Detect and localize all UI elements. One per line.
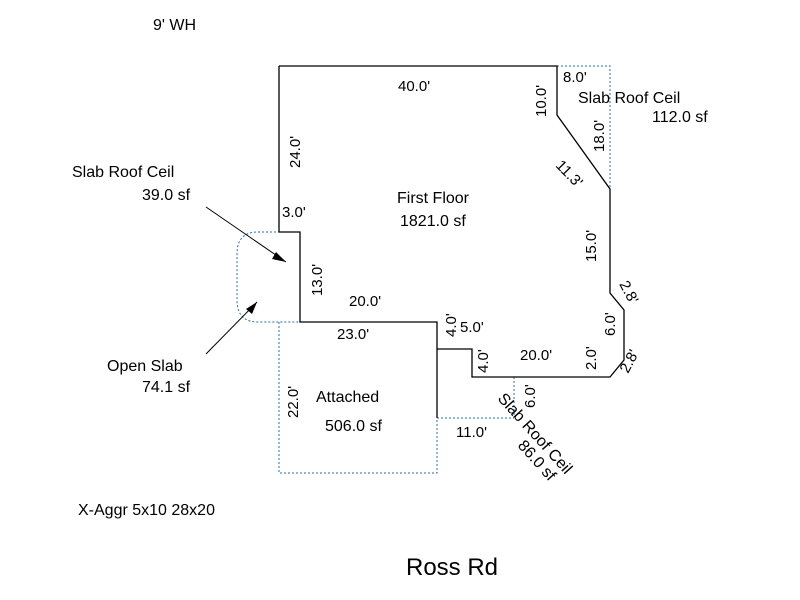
- slab-right-name: Slab Roof Ceil: [578, 90, 680, 107]
- open-slab-arrowhead: [246, 302, 257, 314]
- dim-chamfer-2-8-bottom: 2.8': [617, 347, 643, 376]
- dim-slab-11: 11.0': [456, 424, 487, 441]
- attached-area: 506.0 sf: [325, 418, 382, 435]
- dim-slab-8: 8.0': [563, 69, 587, 86]
- dim-step-4a: 4.0': [443, 313, 460, 337]
- first-floor-name: First Floor: [397, 190, 470, 207]
- dim-right-2: 2.0': [583, 346, 600, 370]
- dim-bottom-20: 20.0': [520, 347, 552, 364]
- dim-mid-23: 23.0': [337, 326, 369, 343]
- footer-note: X-Aggr 5x10 28x20: [78, 502, 215, 519]
- dim-notch-3: 3.0': [282, 204, 306, 221]
- first-floor-outline: [278, 65, 625, 378]
- slab-right-area: 112.0 sf: [652, 109, 708, 126]
- open-slab-area: 74.1 sf: [142, 379, 191, 396]
- road-label: Ross Rd: [406, 554, 498, 581]
- open-slab-name: Open Slab: [107, 358, 183, 375]
- dim-top-40: 40.0': [398, 78, 430, 95]
- dim-notch-10: 10.0': [533, 85, 550, 117]
- dim-chamfer-2-8-top: 2.8': [615, 278, 641, 307]
- open-slab-outline: [236, 231, 300, 323]
- slab-right-outline: [557, 65, 611, 189]
- dim-notch-13: 13.0': [309, 264, 326, 296]
- slab-left-area: 39.0 sf: [142, 187, 191, 204]
- dim-diag-11-3: 11.3': [552, 157, 586, 191]
- attached-name: Attached: [316, 389, 379, 406]
- dim-step-5: 5.0': [460, 319, 484, 336]
- header-note: 9' WH: [153, 17, 196, 34]
- dim-right-6: 6.0': [602, 312, 619, 336]
- dim-mid-20: 20.0': [349, 293, 381, 310]
- dim-right-15: 15.0': [583, 230, 600, 262]
- dim-left-24: 24.0': [287, 136, 304, 168]
- slab-left-leader: [205, 206, 287, 263]
- first-floor-area: 1821.0 sf: [400, 213, 466, 230]
- dim-slab-18: 18.0': [591, 120, 608, 152]
- slab-bottom-outline: [437, 377, 515, 419]
- slab-left-name: Slab Roof Ceil: [72, 164, 174, 181]
- attached-outline: [278, 322, 438, 474]
- slab-left-arrowhead: [272, 252, 286, 262]
- dim-slab-6: 6.0': [522, 384, 539, 408]
- dim-garage-22: 22.0': [285, 386, 302, 418]
- dim-step-4b: 4.0': [475, 349, 492, 373]
